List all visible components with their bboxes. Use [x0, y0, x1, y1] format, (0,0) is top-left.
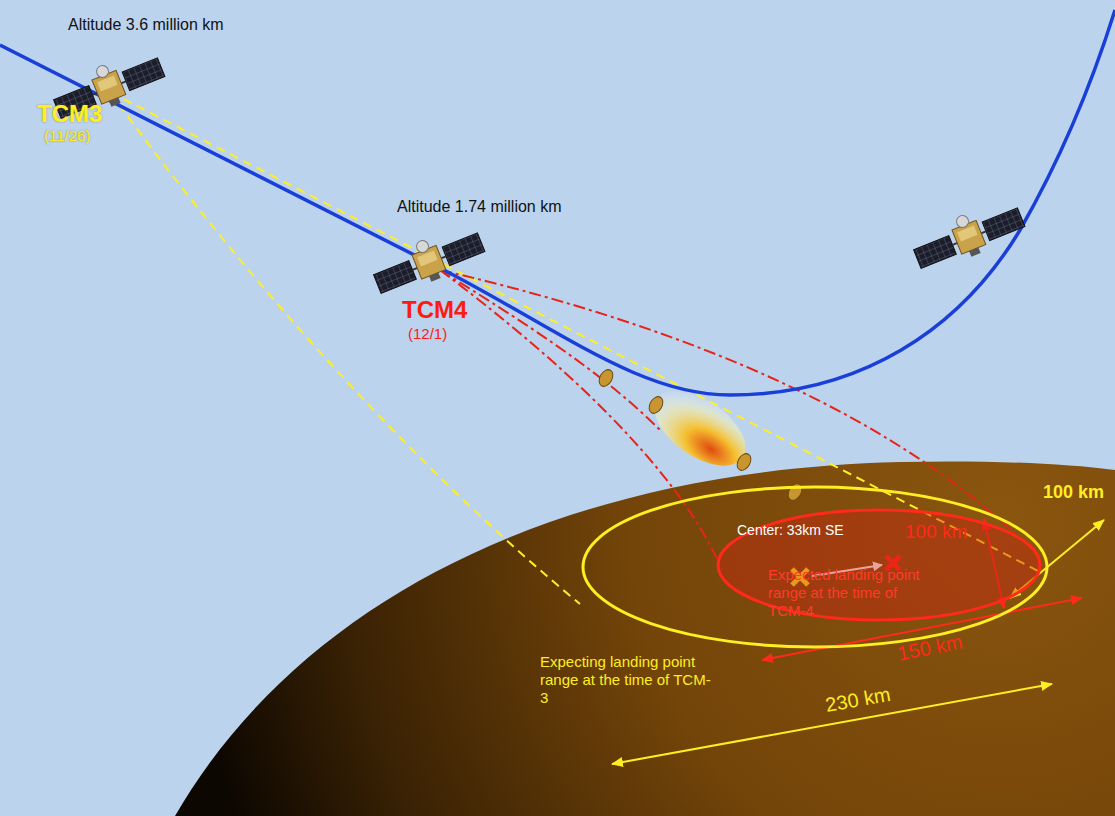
spacecraft: [908, 195, 1028, 276]
trajectory: [0, 10, 1115, 395]
dimension-label: 100 km: [1043, 482, 1104, 503]
tcm3-landing-ellipse: Expecting landing point range at the tim…: [583, 487, 1047, 647]
region-label: Expecting landing point range at the tim…: [540, 653, 716, 707]
altitude-label: Altitude 1.74 million km: [397, 198, 562, 216]
altitude-label: Altitude 3.6 million km: [68, 16, 224, 34]
maneuver-date: (11/26): [44, 127, 90, 144]
maneuver-name: TCM3: [37, 100, 102, 128]
region-label: Expected landing point range at the time…: [768, 566, 936, 620]
maneuver-name: TCM4: [402, 296, 467, 324]
reentry-fireball: [641, 375, 758, 481]
center-shift-label: Center: 33km SE: [737, 522, 844, 538]
capsules: [596, 367, 804, 503]
earth: [175, 461, 1115, 816]
maneuver-date: (12/1): [408, 325, 447, 342]
dimension-label: 100 km: [905, 521, 967, 543]
spacecraft: [368, 220, 488, 301]
